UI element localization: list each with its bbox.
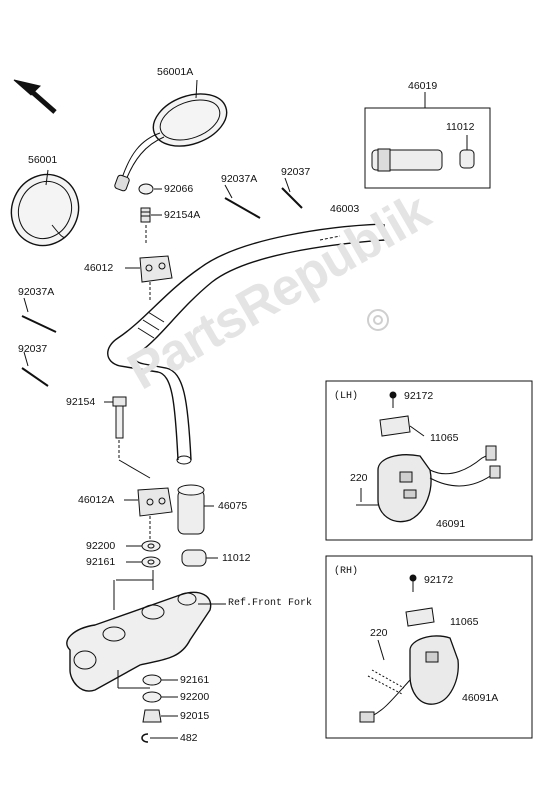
label-482: 482 (180, 732, 198, 744)
label-11065-rh: 11065 (450, 616, 479, 628)
label-11012-grip: 11012 (446, 121, 475, 133)
rh-tag: (RH) (334, 566, 359, 577)
label-46091: 46091 (436, 518, 466, 530)
label-46019: 46019 (408, 80, 438, 92)
triple-clamp (66, 570, 226, 692)
label-92172-lh: 92172 (404, 390, 434, 402)
label-46091a: 46091A (462, 692, 499, 704)
label-ref-front-fork: Ref.Front Fork (228, 598, 313, 609)
label-92015: 92015 (180, 710, 210, 722)
mirror-56001a (114, 79, 228, 192)
label-92037-left: 92037 (18, 343, 48, 355)
rh-switch-housing (359, 574, 459, 723)
label-92037a-top: 92037A (221, 173, 258, 185)
arrow-up-left-icon (13, 79, 57, 114)
label-92066: 92066 (164, 183, 194, 195)
label-92172-rh: 92172 (424, 574, 454, 586)
label-92154a: 92154A (164, 209, 201, 221)
label-11012-endweight: 11012 (222, 552, 251, 564)
mirror-56001 (10, 169, 80, 247)
handlebar-46003 (107, 223, 387, 465)
lh-tag: (LH) (334, 391, 359, 402)
gear-watermark-icon (367, 309, 389, 331)
label-46012a: 46012A (78, 494, 115, 506)
label-92037-top: 92037 (281, 166, 311, 178)
label-92200-upper: 92200 (86, 540, 116, 552)
label-46003: 46003 (330, 203, 360, 215)
label-92161-upper: 92161 (86, 556, 116, 568)
label-220-lh: 220 (350, 472, 368, 484)
grip-46075 (177, 484, 214, 535)
label-11065-lh: 11065 (430, 432, 459, 444)
label-220-rh: 220 (370, 627, 388, 639)
lh-switch-housing (356, 391, 501, 523)
label-92154: 92154 (66, 396, 96, 408)
label-92037a-left: 92037A (18, 286, 55, 298)
label-56001: 56001 (28, 154, 58, 166)
label-92200-lower: 92200 (180, 691, 210, 703)
label-92161-lower: 92161 (180, 674, 210, 686)
label-46075: 46075 (218, 500, 248, 512)
label-46012: 46012 (84, 262, 114, 274)
throttle-grip-46019 (371, 135, 475, 172)
label-56001a: 56001A (157, 66, 194, 78)
